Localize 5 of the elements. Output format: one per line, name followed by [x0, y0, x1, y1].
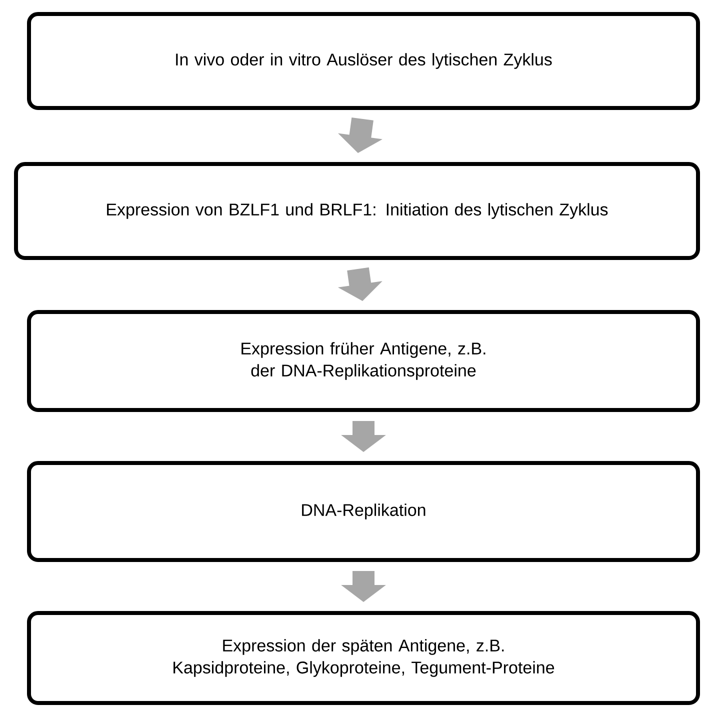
process-box: In vivo oder in vitro Auslöser des lytischen Zyklus	[27, 12, 700, 110]
process-box: Expression der späten Antigene, z.B. Kapsidproteine, Glykoproteine, Tegument-Proteine	[27, 611, 700, 705]
process-box: Expression früher Antigene, z.B. der DNA-Replikationsproteine	[27, 310, 700, 412]
process-box: DNA-Replikation	[27, 461, 700, 562]
process-box: Expression von BZLF1 und BRLF1: Initiation des lytischen Zyklus	[14, 162, 700, 260]
